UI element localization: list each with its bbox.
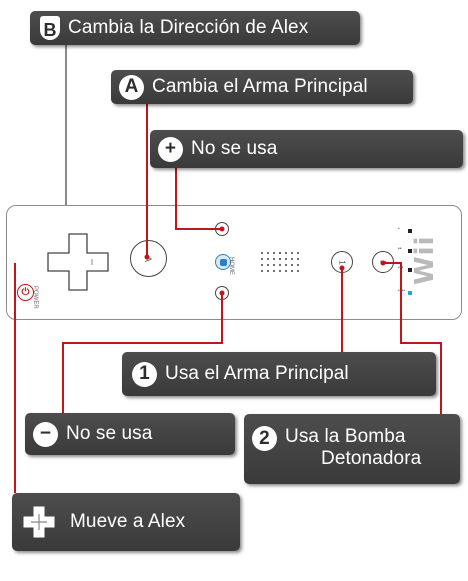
callout-two-button: 2 Usa la Bomba Detonadora — [244, 414, 460, 484]
callout-minus-button: − No se usa — [25, 413, 235, 455]
callout-two-line2: Detonadora — [321, 448, 422, 469]
player-led-tick-4: •••• — [398, 288, 406, 294]
home-icon — [219, 258, 227, 266]
speaker-grille — [259, 250, 305, 276]
callout-a-text: Cambia el Arma Principal — [152, 76, 368, 97]
a-button-label: A — [143, 255, 154, 262]
two-button-icon: 2 — [252, 426, 277, 451]
b-button-icon: B — [40, 16, 60, 40]
dpad-control[interactable] — [47, 233, 109, 291]
one-button-label: 1 — [337, 259, 347, 265]
callout-minus-text: No se usa — [66, 423, 153, 444]
dpad-icon — [23, 506, 55, 538]
player-led-tick-1: • — [398, 226, 400, 232]
a-button[interactable]: A — [130, 240, 167, 277]
callout-b-text: Cambia la Dirección de Alex — [68, 17, 309, 38]
callout-b-button: B Cambia la Dirección de Alex — [30, 11, 360, 45]
minus-button-icon: − — [33, 421, 58, 447]
wii-logo: Wii — [410, 235, 440, 285]
player-led-tick-3: ••• — [398, 265, 404, 271]
callout-plus-button: + No se usa — [150, 130, 463, 168]
player-led-2 — [408, 249, 412, 253]
power-icon: ⏻ — [21, 287, 30, 298]
callout-one-button: 1 Usa el Arma Principal — [122, 352, 436, 396]
callout-dpad: Mueve a Alex — [12, 493, 240, 551]
two-button[interactable]: 2 — [372, 251, 394, 273]
two-button-label: 2 — [378, 259, 388, 265]
callout-two-line1: Usa la Bomba — [285, 426, 406, 447]
player-led-4 — [408, 291, 412, 295]
callout-one-text: Usa el Arma Principal — [165, 363, 349, 384]
callout-a-button: A Cambia el Arma Principal — [111, 70, 413, 104]
callout-plus-text: No se usa — [191, 138, 278, 159]
callout-two-text: Usa la Bomba Detonadora — [285, 426, 421, 470]
home-button[interactable] — [215, 254, 231, 270]
a-button-icon: A — [119, 74, 144, 100]
player-led-tick-2: •• — [398, 246, 402, 252]
plus-button-icon: + — [158, 136, 183, 162]
minus-button[interactable] — [215, 286, 229, 300]
plus-button[interactable] — [215, 222, 229, 236]
power-button[interactable]: ⏻ — [17, 284, 34, 301]
one-button[interactable]: 1 — [331, 251, 353, 273]
one-button-icon: 1 — [132, 361, 157, 387]
home-label: HOME — [228, 257, 234, 275]
callout-dpad-text: Mueve a Alex — [70, 511, 186, 532]
power-label: POWER — [32, 286, 38, 309]
player-led-1 — [408, 229, 412, 233]
